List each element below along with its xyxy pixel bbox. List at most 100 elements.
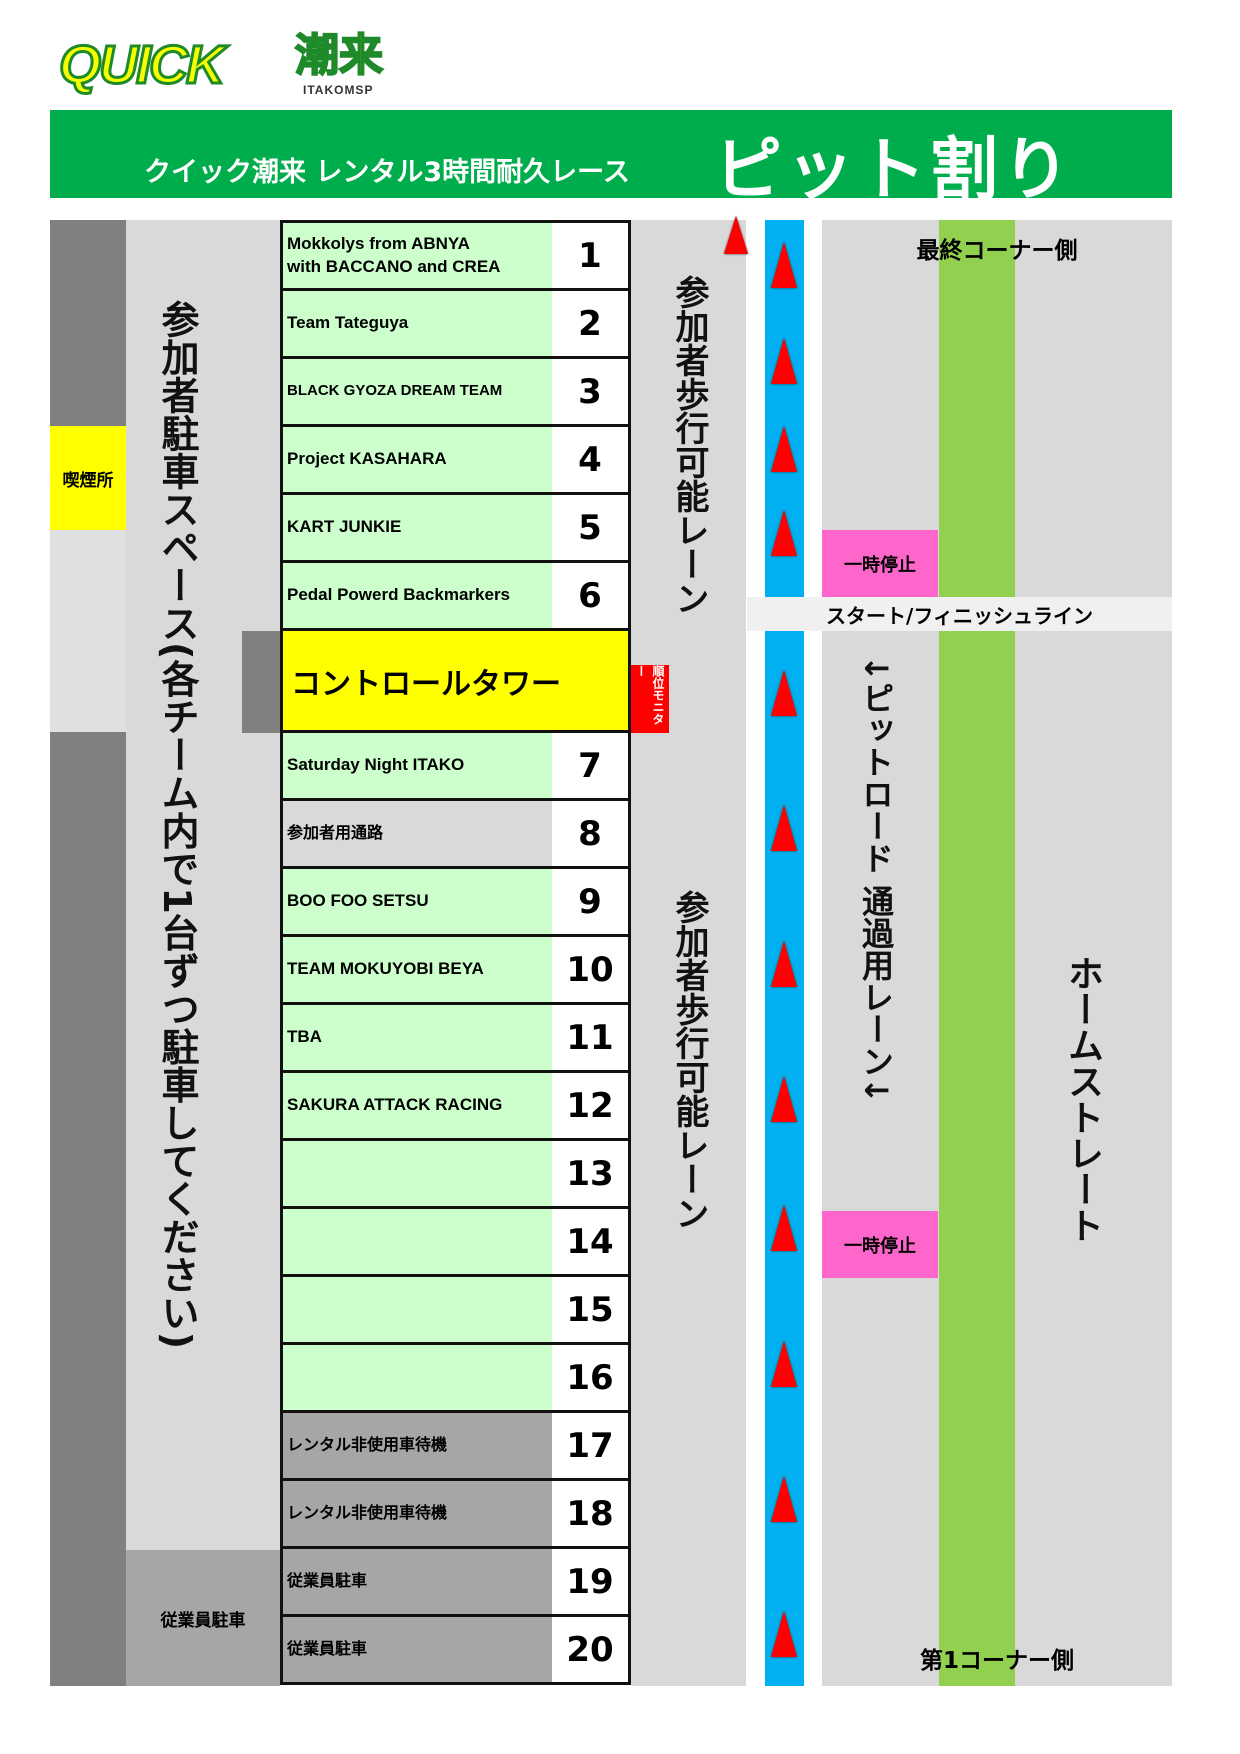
staff-parking: 従業員駐車 <box>126 1550 280 1686</box>
direction-arrow-icon <box>771 805 797 851</box>
team-name: 参加者用通路 <box>283 801 552 866</box>
pit-number: 1 <box>552 223 628 288</box>
pit-number: 11 <box>552 1005 628 1070</box>
first-corner-label: 第1コーナー側 <box>919 1648 1074 1674</box>
team-name: Saturday Night ITAKO <box>283 733 552 798</box>
last-corner-label: 最終コーナー側 <box>916 238 1078 264</box>
team-name <box>283 1141 552 1206</box>
pit-number: 12 <box>552 1073 628 1138</box>
pit-row: 14 <box>280 1206 631 1274</box>
rank-monitor: 順位モニター <box>631 665 669 733</box>
tower-block <box>242 631 282 733</box>
smoking-area: 喫煙所 <box>50 426 126 530</box>
team-name: Pedal Powerd Backmarkers <box>283 563 552 628</box>
direction-arrow-icon <box>724 216 748 254</box>
start-finish-line: スタート/フィニッシュライン <box>747 597 1172 631</box>
pit-number: 13 <box>552 1141 628 1206</box>
team-name: BLACK GYOZA DREAM TEAM <box>283 359 552 424</box>
pit-row: 13 <box>280 1138 631 1206</box>
team-name: 従業員駐車 <box>283 1549 552 1614</box>
banner-subtitle: クイック潮来 レンタル3時間耐久レース <box>144 157 630 188</box>
direction-arrow-icon <box>771 338 797 384</box>
title-banner: クイック潮来 レンタル3時間耐久レース ピット割り <box>50 110 1172 210</box>
track-green-strip <box>939 220 1015 1686</box>
walk-lane <box>631 220 746 1686</box>
walk-lane-label-bottom: 参加者歩行可能レーン <box>669 890 709 1230</box>
pit-number: 15 <box>552 1277 628 1342</box>
direction-arrow-icon <box>771 426 797 472</box>
pit-number: 2 <box>552 291 628 356</box>
direction-arrow-icon <box>771 1341 797 1387</box>
direction-arrow-icon <box>771 510 797 556</box>
pit-number: 7 <box>552 733 628 798</box>
pit-number: 3 <box>552 359 628 424</box>
table-bottom-border <box>280 1682 631 1685</box>
parking-label: 参加者駐車スペース(各チーム内で1台ずつ駐車してください) <box>155 300 199 1350</box>
team-name <box>283 1277 552 1342</box>
page-title: ピット割り <box>714 131 1075 210</box>
direction-arrow-icon <box>771 242 797 288</box>
team-name: レンタル非使用車待機 <box>283 1481 552 1546</box>
pit-road-label: ↓ピットロード 通過用レーン↓ <box>857 655 895 1104</box>
team-name: Mokkolys from ABNYA with BACCANO and CRE… <box>283 223 552 288</box>
pit-number: 8 <box>552 801 628 866</box>
pit-row: 15 <box>280 1274 631 1342</box>
pit-row: Mokkolys from ABNYA with BACCANO and CRE… <box>280 220 631 288</box>
direction-arrow-icon <box>771 1476 797 1522</box>
direction-arrow-icon <box>771 1611 797 1657</box>
team-name: レンタル非使用車待機 <box>283 1413 552 1478</box>
pit-number: 14 <box>552 1209 628 1274</box>
team-name <box>283 1209 552 1274</box>
team-name <box>283 1345 552 1410</box>
pit-number: 19 <box>552 1549 628 1614</box>
logo-sub-text: ITAKOMSP <box>303 83 374 97</box>
direction-arrow-icon <box>771 941 797 987</box>
pit-number: 6 <box>552 563 628 628</box>
direction-arrow-icon <box>771 1205 797 1251</box>
team-name: Project KASAHARA <box>283 427 552 492</box>
logo-kanji-text: 潮来 <box>294 30 384 81</box>
pit-number: 17 <box>552 1413 628 1478</box>
pit-number: 10 <box>552 937 628 1002</box>
team-name: BOO FOO SETSU <box>283 869 552 934</box>
pit-row: 16 <box>280 1342 631 1410</box>
pit-number: 20 <box>552 1617 628 1682</box>
edge-gap <box>50 530 126 732</box>
parking-space <box>126 220 280 1550</box>
direction-arrow-icon <box>771 670 797 716</box>
team-name: TEAM MOKUYOBI BEYA <box>283 937 552 1002</box>
team-name: SAKURA ATTACK RACING <box>283 1073 552 1138</box>
control-tower: コントロールタワー <box>280 628 631 730</box>
pit-number: 4 <box>552 427 628 492</box>
stop-sign-bottom: 一時停止 <box>822 1211 938 1278</box>
direction-arrow-icon <box>771 1076 797 1122</box>
pit-number: 9 <box>552 869 628 934</box>
pit-number: 18 <box>552 1481 628 1546</box>
home-straight-label: ホームストレート <box>1062 955 1103 1243</box>
team-name: KART JUNKIE <box>283 495 552 560</box>
pit-number: 5 <box>552 495 628 560</box>
quick-itako-logo: QUICK 潮来 ITAKOMSP <box>58 30 399 110</box>
team-name: 従業員駐車 <box>283 1617 552 1682</box>
walk-lane-label-top: 参加者歩行可能レーン <box>669 275 709 615</box>
pit-number: 16 <box>552 1345 628 1410</box>
team-name: TBA <box>283 1005 552 1070</box>
logo-quick-text: QUICK <box>58 35 227 95</box>
stop-sign-top: 一時停止 <box>822 530 938 597</box>
team-name: Team Tateguya <box>283 291 552 356</box>
